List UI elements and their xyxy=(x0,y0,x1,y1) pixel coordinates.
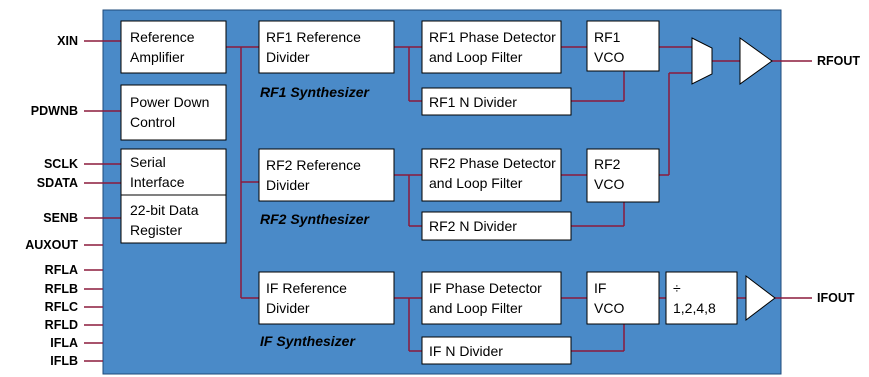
svg-text:÷: ÷ xyxy=(673,280,681,296)
svg-text:IF: IF xyxy=(594,280,606,296)
rf2-phase-detector-block: RF2 Phase Detector and Loop Filter xyxy=(421,148,562,202)
rf-multiplexer xyxy=(691,37,713,85)
pin-rfla: RFLA xyxy=(45,263,78,277)
svg-text:IF N Divider: IF N Divider xyxy=(429,343,503,359)
data-reg-line1: 22-bit Data xyxy=(130,202,199,218)
rf1-synthesizer-label: RF1 Synthesizer xyxy=(260,84,370,100)
pin-auxout: AUXOUT xyxy=(25,238,78,252)
pin-sdata: SDATA xyxy=(37,176,78,190)
svg-text:IF Phase Detector: IF Phase Detector xyxy=(429,280,542,296)
svg-text:Divider: Divider xyxy=(266,300,310,316)
if-synthesizer-label: IF Synthesizer xyxy=(260,333,356,349)
left-pin-labels: XIN PDWNB SCLK SDATA SENB AUXOUT RFLA RF… xyxy=(25,34,78,368)
pin-rflc: RFLC xyxy=(45,300,78,314)
rf1-reference-divider-block: RF1 Reference Divider xyxy=(258,20,395,74)
svg-text:1,2,4,8: 1,2,4,8 xyxy=(673,300,716,316)
svg-text:VCO: VCO xyxy=(594,176,624,192)
svg-text:RF1 Phase Detector: RF1 Phase Detector xyxy=(429,29,556,45)
pin-iflb: IFLB xyxy=(50,354,78,368)
svg-text:RF1: RF1 xyxy=(594,29,621,45)
rf1-vco-block: RF1 VCO xyxy=(586,20,660,72)
svg-text:IF Reference: IF Reference xyxy=(266,280,347,296)
svg-text:RF2 Reference: RF2 Reference xyxy=(266,157,361,173)
serial-line2: Interface xyxy=(130,174,185,190)
svg-text:and Loop Filter: and Loop Filter xyxy=(429,300,523,316)
pin-pdwnb: PDWNB xyxy=(31,104,78,118)
svg-text:and Loop Filter: and Loop Filter xyxy=(429,49,523,65)
pin-sclk: SCLK xyxy=(44,157,78,171)
pin-rflb: RFLB xyxy=(45,282,78,296)
if-phase-detector-block: IF Phase Detector and Loop Filter xyxy=(421,271,562,325)
rf2-synthesizer-label: RF2 Synthesizer xyxy=(260,211,370,227)
svg-text:RF2 Phase Detector: RF2 Phase Detector xyxy=(429,155,556,171)
data-reg-line2: Register xyxy=(130,222,182,238)
output-divider-block: ÷ 1,2,4,8 xyxy=(665,271,738,325)
serial-line1: Serial xyxy=(130,154,166,170)
svg-text:VCO: VCO xyxy=(594,300,624,316)
left-pin-wires xyxy=(84,40,121,362)
right-pin-labels: RFOUT IFOUT xyxy=(817,54,860,305)
ref-amp-line2: Amplifier xyxy=(130,49,185,65)
svg-text:and Loop Filter: and Loop Filter xyxy=(429,175,523,191)
power-down-line1: Power Down xyxy=(130,94,209,110)
ref-amp-line1: Reference xyxy=(130,29,195,45)
rf2-n-divider-block: RF2 N Divider xyxy=(421,211,572,241)
rf1-phase-detector-block: RF1 Phase Detector and Loop Filter xyxy=(421,20,562,74)
svg-text:RF1 N Divider: RF1 N Divider xyxy=(429,94,517,110)
svg-text:VCO: VCO xyxy=(594,49,624,65)
rf2-reference-divider-block: RF2 Reference Divider xyxy=(258,148,395,202)
svg-text:RF2 N Divider: RF2 N Divider xyxy=(429,218,517,234)
svg-text:RF2: RF2 xyxy=(594,156,621,172)
if-vco-block: IF VCO xyxy=(586,271,660,325)
pin-ifla: IFLA xyxy=(50,336,78,350)
pin-ifout: IFOUT xyxy=(817,291,855,305)
data-register-block: 22-bit Data Register xyxy=(120,194,227,244)
svg-text:RF1 Reference: RF1 Reference xyxy=(266,29,361,45)
svg-text:Divider: Divider xyxy=(266,49,310,65)
power-down-control-block: Power Down Control xyxy=(120,84,227,141)
rf2-vco-block: RF2 VCO xyxy=(586,148,660,203)
serial-interface-block: Serial Interface xyxy=(120,148,227,196)
internal-wires xyxy=(226,46,812,352)
rfout-buffer-triangle xyxy=(739,37,773,85)
if-reference-divider-block: IF Reference Divider xyxy=(258,271,395,325)
pin-xin: XIN xyxy=(57,34,78,48)
pin-rfout: RFOUT xyxy=(817,54,860,68)
power-down-line2: Control xyxy=(130,114,175,130)
svg-text:Divider: Divider xyxy=(266,177,310,193)
rf1-n-divider-block: RF1 N Divider xyxy=(421,87,572,116)
pin-rfld: RFLD xyxy=(45,318,78,332)
if-n-divider-block: IF N Divider xyxy=(421,336,572,365)
ifout-buffer-triangle xyxy=(745,274,776,322)
pin-senb: SENB xyxy=(43,211,78,225)
reference-amplifier-block: Reference Amplifier xyxy=(120,20,227,74)
